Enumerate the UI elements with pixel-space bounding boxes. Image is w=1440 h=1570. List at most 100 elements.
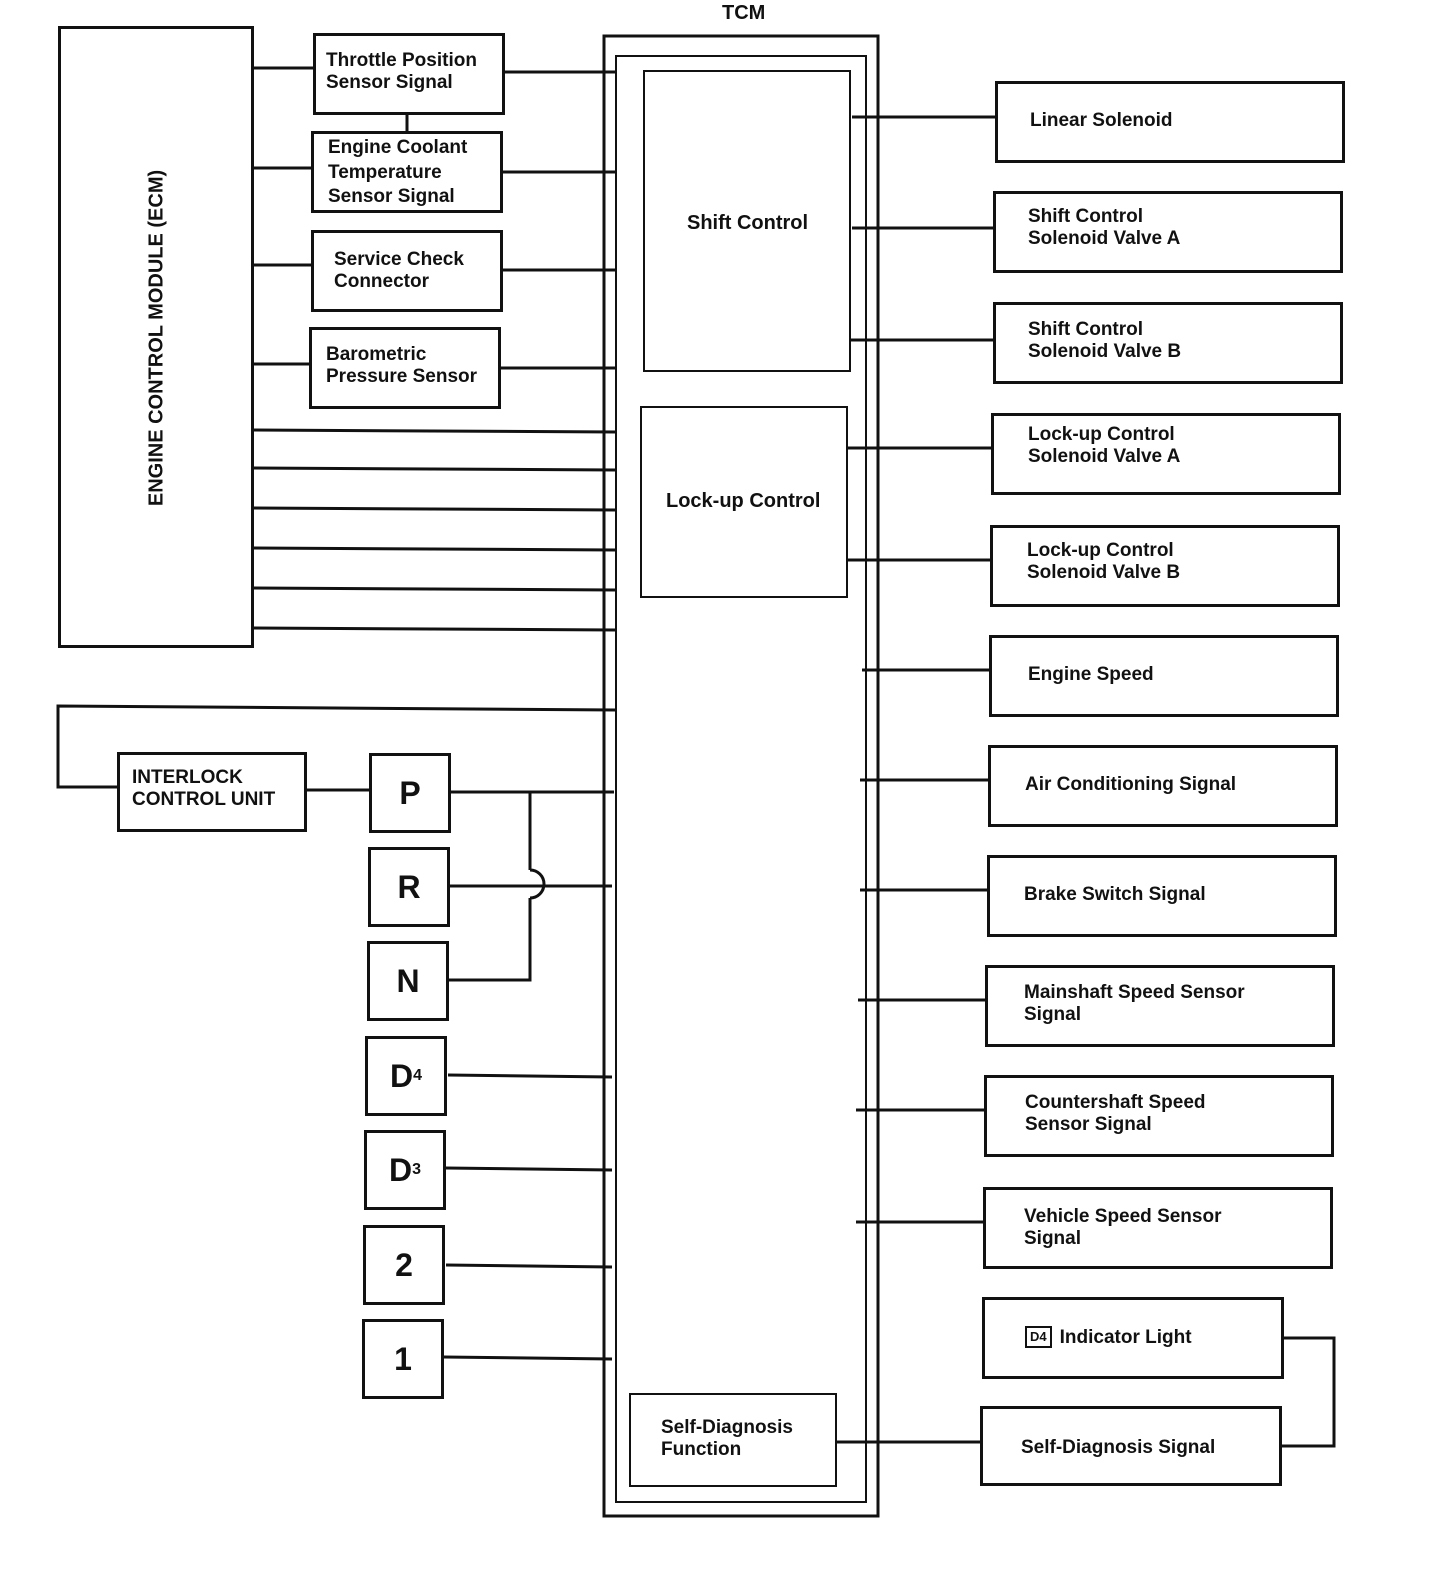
coolant-temp-line3: Sensor Signal: [328, 186, 455, 208]
service-check-line2: Connector: [334, 270, 429, 292]
ecm-box: [58, 26, 254, 648]
wire-d3-tcm: [445, 1166, 613, 1172]
shift-solenoid-b-label: Shift Control Solenoid Valve B: [1028, 319, 1181, 363]
lockup-solenoid-a-label: Lock-up Control Solenoid Valve A: [1028, 424, 1180, 468]
coolant-temp-label: Engine Coolant Temperature Sensor Signal: [328, 136, 467, 210]
self-diagnosis-function-line1: Self-Diagnosis: [661, 1417, 793, 1438]
shift-control-label: Shift Control: [687, 212, 809, 234]
gear-d4-sub: 4: [413, 1067, 422, 1084]
ecm-label: ENGINE CONTROL MODULE (ECM): [145, 169, 168, 507]
shift-solenoid-a-box: Shift Control Solenoid Valve A: [993, 191, 1343, 273]
indicator-light-text: Indicator Light: [1059, 1327, 1192, 1348]
lockup-solenoid-a-line1: Lock-up Control: [1028, 424, 1175, 445]
interlock-line1: INTERLOCK: [132, 767, 243, 788]
gear-d4-letter: D: [389, 1057, 414, 1094]
countershaft-line2: Sensor Signal: [1025, 1113, 1152, 1135]
wire-1-tcm: [443, 1355, 613, 1361]
brake-switch-label: Brake Switch Signal: [1024, 884, 1206, 905]
service-check-box: Service Check Connector: [311, 230, 503, 312]
coolant-temp-box: Engine Coolant Temperature Sensor Signal: [311, 131, 503, 213]
mainshaft-line1: Mainshaft Speed Sensor: [1024, 982, 1245, 1003]
mainshaft-speed-box: Mainshaft Speed Sensor Signal: [985, 965, 1335, 1047]
throttle-position-line2: Sensor Signal: [326, 71, 453, 93]
gear-r-label: R: [397, 868, 421, 905]
d4-indicator-icon: D4: [1025, 1326, 1052, 1348]
ac-signal-box: Air Conditioning Signal: [988, 745, 1338, 827]
shift-solenoid-b-line2: Solenoid Valve B: [1028, 340, 1182, 362]
service-check-label: Service Check Connector: [334, 249, 464, 293]
service-check-line1: Service Check: [334, 249, 464, 270]
linear-solenoid-box: Linear Solenoid: [995, 81, 1345, 163]
gear-2-switch: 2: [363, 1225, 445, 1305]
wire-ecm-tcm-5: [247, 586, 617, 592]
interlock-line2: CONTROL UNIT: [132, 788, 276, 810]
shift-solenoid-b-box: Shift Control Solenoid Valve B: [993, 302, 1343, 384]
wire-ecm-tcm-4: [247, 546, 617, 552]
barometric-line2: Pressure Sensor: [326, 365, 478, 387]
interlock-control-unit-label: INTERLOCK CONTROL UNIT: [132, 767, 275, 811]
wire-ecm-tcm-6: [247, 626, 617, 632]
self-diagnosis-signal-label: Self-Diagnosis Signal: [1021, 1437, 1216, 1458]
shift-solenoid-a-line2: Solenoid Valve A: [1028, 227, 1181, 249]
lockup-solenoid-b-line1: Lock-up Control: [1027, 540, 1174, 561]
countershaft-speed-label: Countershaft Speed Sensor Signal: [1025, 1092, 1206, 1136]
lockup-solenoid-b-line2: Solenoid Valve B: [1027, 561, 1181, 583]
gear-2-label: 2: [395, 1246, 413, 1283]
self-diagnosis-function-line2: Function: [661, 1438, 742, 1460]
wire-indicator-loop: [1282, 1336, 1336, 1448]
wire-ecm-tcm-3: [247, 506, 617, 512]
barometric-label: Barometric Pressure Sensor: [326, 344, 477, 388]
coolant-temp-line1: Engine Coolant: [328, 137, 468, 158]
lockup-solenoid-a-box: Lock-up Control Solenoid Valve A: [991, 413, 1341, 495]
barometric-box: Barometric Pressure Sensor: [309, 327, 501, 409]
wire-d4-tcm: [447, 1073, 613, 1079]
gear-1-switch: 1: [362, 1319, 444, 1399]
lockup-solenoid-b-label: Lock-up Control Solenoid Valve B: [1027, 540, 1180, 584]
shift-solenoid-a-label: Shift Control Solenoid Valve A: [1028, 206, 1180, 250]
gear-1-label: 1: [394, 1340, 412, 1377]
vehicle-speed-label: Vehicle Speed Sensor Signal: [1024, 1206, 1221, 1250]
shift-control-block: Shift Control: [643, 70, 851, 372]
lockup-control-label: Lock-up Control: [666, 490, 821, 512]
barometric-line1: Barometric: [326, 344, 427, 365]
wire-2-tcm: [445, 1263, 613, 1269]
gear-p-switch: P: [369, 753, 451, 833]
gear-r-switch: R: [368, 847, 450, 927]
wire-ecm-tcm-1: [247, 428, 617, 434]
throttle-position-box: Throttle Position Sensor Signal: [313, 33, 505, 115]
self-diagnosis-function-label: Self-Diagnosis Function: [661, 1417, 793, 1461]
throttle-position-label: Throttle Position Sensor Signal: [326, 50, 477, 94]
indicator-light-label: D4 Indicator Light: [1025, 1326, 1192, 1349]
gear-p-label: P: [399, 774, 421, 811]
brake-switch-box: Brake Switch Signal: [987, 855, 1337, 937]
countershaft-speed-box: Countershaft Speed Sensor Signal: [984, 1075, 1334, 1157]
self-diagnosis-function-block: Self-Diagnosis Function: [629, 1393, 837, 1487]
shift-solenoid-b-line1: Shift Control: [1028, 319, 1144, 340]
gear-n-label: N: [396, 962, 420, 999]
tcm-title: TCM: [722, 2, 766, 24]
engine-speed-box: Engine Speed: [989, 635, 1339, 717]
self-diagnosis-signal-box: Self-Diagnosis Signal: [980, 1406, 1282, 1486]
linear-solenoid-label: Linear Solenoid: [1030, 110, 1173, 131]
indicator-light-box: D4 Indicator Light: [982, 1297, 1284, 1379]
wire-crossover-n: [448, 898, 532, 982]
countershaft-line1: Countershaft Speed: [1025, 1092, 1206, 1113]
gear-n-switch: N: [367, 941, 449, 1021]
tcm-outer-border: [602, 34, 880, 1518]
lockup-solenoid-b-box: Lock-up Control Solenoid Valve B: [990, 525, 1340, 607]
interlock-control-unit-box: INTERLOCK CONTROL UNIT: [117, 752, 307, 832]
gear-d3-letter: D: [388, 1151, 413, 1188]
vehicle-speed-line1: Vehicle Speed Sensor: [1024, 1206, 1222, 1227]
mainshaft-speed-label: Mainshaft Speed Sensor Signal: [1024, 982, 1245, 1026]
shift-solenoid-a-line1: Shift Control: [1028, 206, 1144, 227]
coolant-temp-line2: Temperature: [328, 161, 442, 183]
lockup-control-block: Lock-up Control: [640, 406, 848, 598]
vehicle-speed-box: Vehicle Speed Sensor Signal: [983, 1187, 1333, 1269]
vehicle-speed-line2: Signal: [1024, 1227, 1082, 1249]
mainshaft-line2: Signal: [1024, 1003, 1082, 1025]
engine-speed-label: Engine Speed: [1028, 664, 1154, 685]
